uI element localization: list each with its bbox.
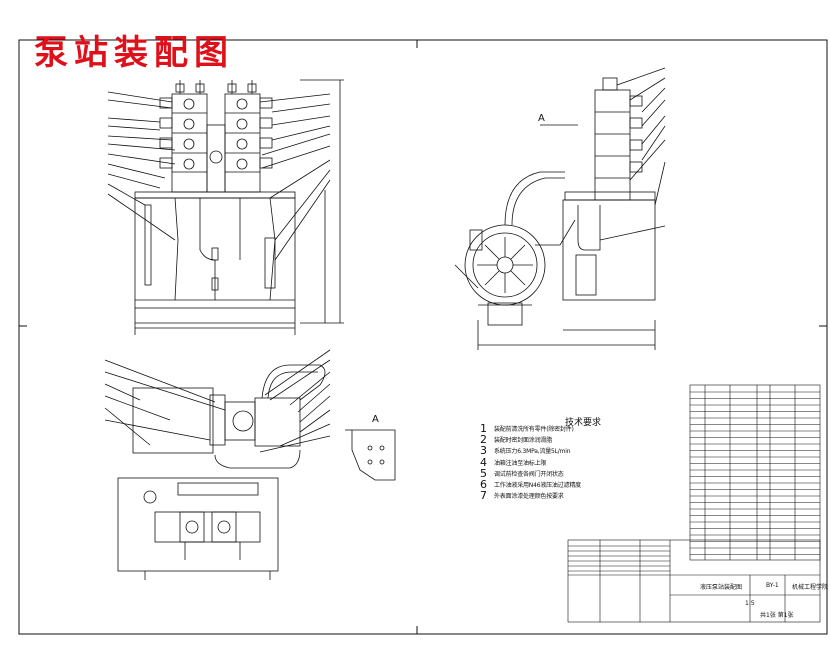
note-number: 7	[480, 489, 487, 503]
note-item: 3 系统压力6.3MPa,流量5L/min	[480, 444, 680, 458]
section-label: A	[538, 113, 545, 124]
organization: 机械工程学院	[792, 584, 829, 591]
note-number: 4	[480, 455, 487, 469]
note-text: 装配时密封面涂润滑脂	[494, 437, 553, 445]
side-view	[454, 67, 666, 350]
note-item: 5 调试前检查各阀门开闭状态	[480, 466, 680, 480]
note-number: 3	[480, 444, 487, 458]
drawing-scale: 1:5	[745, 600, 755, 607]
detail-label: A	[372, 414, 379, 425]
note-item: 1 装配前清洗所有零件(除密封件)	[480, 422, 680, 436]
note-item: 7 外表面涂漆处理颜色按要求	[480, 489, 680, 503]
note-number: 2	[480, 433, 487, 447]
note-text: 油箱注油至油标上限	[494, 459, 547, 467]
note-item: 6 工作油液采用N46液压油过滤精度	[480, 478, 680, 492]
drawing-number: BY-1	[766, 582, 779, 589]
note-item: 2 装配时密封面涂润滑脂	[480, 433, 680, 447]
parts-list-rows	[568, 391, 820, 572]
note-text: 系统压力6.3MPa,流量5L/min	[494, 448, 571, 456]
note-text: 外表面涂漆处理颜色按要求	[494, 493, 564, 501]
sheet-count: 共1张 第1张	[760, 612, 794, 619]
note-text: 工作油液采用N46液压油过滤精度	[494, 482, 581, 490]
title-block	[567, 384, 821, 623]
note-text: 调试前检查各阀门开闭状态	[494, 470, 564, 478]
notes-heading: 技术要求	[565, 418, 602, 428]
technical-notes: 1 装配前清洗所有零件(除密封件) 2 装配时密封面涂润滑脂 3 系统压力6.3MPa,流…	[480, 422, 680, 503]
plan-view	[104, 349, 331, 580]
drawing-name: 液压泵站装配图	[700, 584, 743, 591]
note-number: 1	[480, 422, 487, 436]
drawing-title: 泵站装配图	[34, 33, 234, 73]
front-view	[107, 79, 344, 335]
note-number: 5	[480, 466, 487, 480]
note-text: 装配前清洗所有零件(除密封件)	[494, 426, 574, 434]
note-number: 6	[480, 478, 487, 492]
note-item: 4 油箱注油至油标上限	[480, 455, 680, 469]
detail-a	[345, 429, 396, 481]
